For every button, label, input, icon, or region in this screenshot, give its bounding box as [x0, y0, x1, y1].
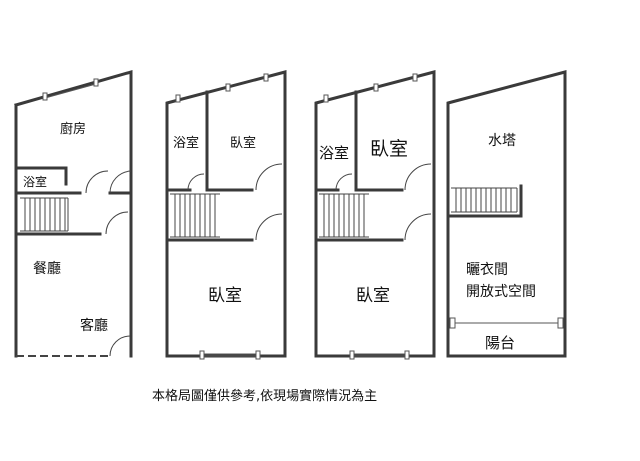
window-frame [42, 92, 48, 101]
room-label-living: 客廳 [80, 317, 108, 334]
window-frame [263, 73, 269, 82]
floor-plan-4: 水塔 曬衣間 開放式空間 陽台 [446, 70, 567, 358]
interior-wall [14, 166, 68, 186]
disclaimer-note: 本格局圖僅供參考,依現場實際情況為主 [152, 389, 378, 404]
window-frame [323, 94, 329, 103]
door-swing [109, 335, 131, 357]
room-label-water-tower: 水塔 [488, 133, 516, 149]
window-frame [449, 317, 456, 329]
door-swing [404, 163, 432, 191]
window-frame [175, 94, 181, 103]
door-swing [335, 173, 353, 191]
door-swing [187, 173, 205, 191]
staircase [451, 187, 518, 213]
door-swing [255, 163, 283, 191]
window-frame [255, 350, 261, 360]
door-swing [404, 213, 432, 241]
outer-wall [165, 70, 287, 358]
room-label-bath: 浴室 [23, 174, 47, 189]
room-label-bedroom: 臥室 [370, 138, 408, 160]
door-swing [109, 170, 132, 194]
floor-plan-1: 廚房 浴室 餐廳 客廳 [14, 70, 133, 358]
room-label-bedroom: 臥室 [208, 286, 242, 306]
window-frame [349, 350, 355, 360]
window-frame [199, 350, 205, 360]
room-label-kitchen: 廚房 [60, 121, 86, 137]
room-label-bedroom: 臥室 [230, 135, 256, 151]
door-swing [85, 170, 109, 194]
window-frame [225, 83, 231, 92]
window [44, 83, 97, 99]
room-label-open-space: 開放式空間 [466, 284, 536, 300]
outer-wall [446, 70, 567, 358]
door-swing [105, 211, 129, 235]
floor-plan-3: 浴室 臥室 臥室 [314, 70, 436, 360]
room-label-bath: 浴室 [319, 144, 349, 162]
window-frame [412, 73, 418, 82]
room-label-laundry: 曬衣間 [466, 262, 508, 278]
room-label-bedroom: 臥室 [356, 286, 390, 306]
staircase [170, 193, 220, 238]
window-frame [404, 350, 410, 360]
door-swing [255, 213, 283, 241]
staircase [20, 197, 69, 232]
window-frame [557, 317, 564, 329]
room-label-bath: 浴室 [173, 135, 199, 151]
room-label-dining: 餐廳 [33, 260, 61, 277]
outer-wall [14, 70, 133, 358]
window-frame [373, 83, 379, 92]
interior-wall [446, 184, 523, 218]
floor-plan-2: 浴室 臥室 臥室 [165, 70, 287, 360]
staircase [319, 193, 369, 238]
outer-wall [314, 70, 436, 358]
window-frame [93, 78, 99, 87]
room-label-balcony: 陽台 [485, 334, 515, 352]
